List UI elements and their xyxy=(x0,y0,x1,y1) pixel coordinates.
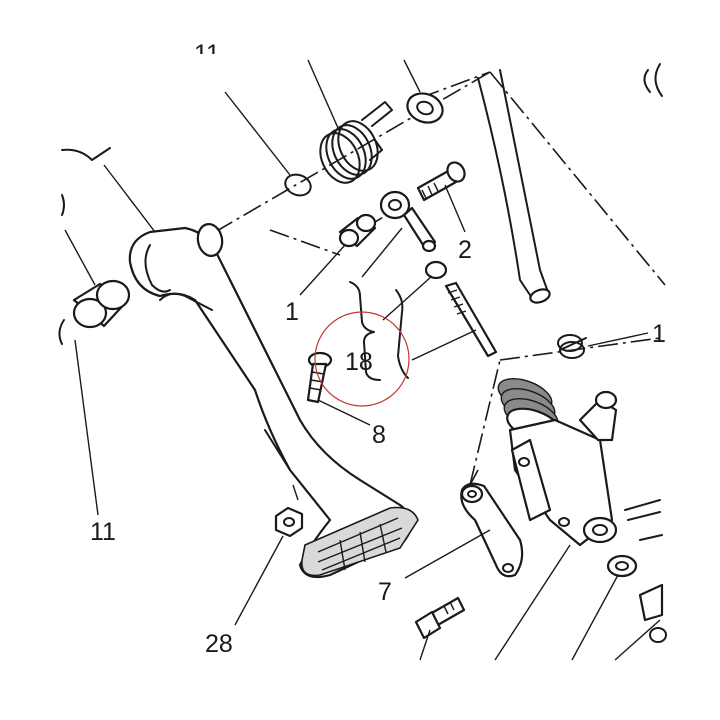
leader-lines xyxy=(64,59,661,661)
group-brace-right xyxy=(395,289,409,379)
callout-11-top: 11 xyxy=(194,40,220,68)
edge-part-left xyxy=(61,194,65,216)
circlip-left xyxy=(58,319,65,345)
master-cylinder xyxy=(497,378,618,547)
circlip-top xyxy=(284,173,312,197)
brake-pedal xyxy=(128,223,419,579)
callout-2: 2 xyxy=(458,236,472,264)
callout-11: 11 xyxy=(90,518,116,546)
hose xyxy=(477,69,551,304)
callout-1-right: 1 xyxy=(652,320,666,348)
callout-18: 18 xyxy=(345,348,373,376)
rod-end xyxy=(379,190,437,253)
washer-top xyxy=(406,92,444,124)
group-brace-left xyxy=(349,281,381,381)
nut-small xyxy=(424,260,448,280)
pivot-pin xyxy=(306,351,333,404)
edge-parts-right xyxy=(624,499,667,643)
flange-bolt xyxy=(414,596,466,640)
callout-1: 1 xyxy=(285,298,299,326)
linkage-lever xyxy=(460,482,524,578)
return-spring xyxy=(319,101,393,184)
pedal-bush xyxy=(72,279,131,329)
callout-7: 7 xyxy=(378,578,392,606)
bush xyxy=(338,213,377,248)
callout-28: 28 xyxy=(205,630,233,658)
hose-clip xyxy=(557,334,587,359)
nut-28 xyxy=(274,506,304,538)
callout-labels: 11 1 2 18 8 11 28 7 1 xyxy=(90,40,666,658)
callout-8: 8 xyxy=(372,421,386,449)
assembly-axes xyxy=(214,71,666,486)
threaded-stud xyxy=(444,281,498,358)
edge-part-top-right xyxy=(643,63,663,97)
bolt-2 xyxy=(416,161,466,202)
highlight-circle xyxy=(314,311,410,407)
washer-lower xyxy=(606,554,638,578)
brace-top-left xyxy=(61,147,111,161)
